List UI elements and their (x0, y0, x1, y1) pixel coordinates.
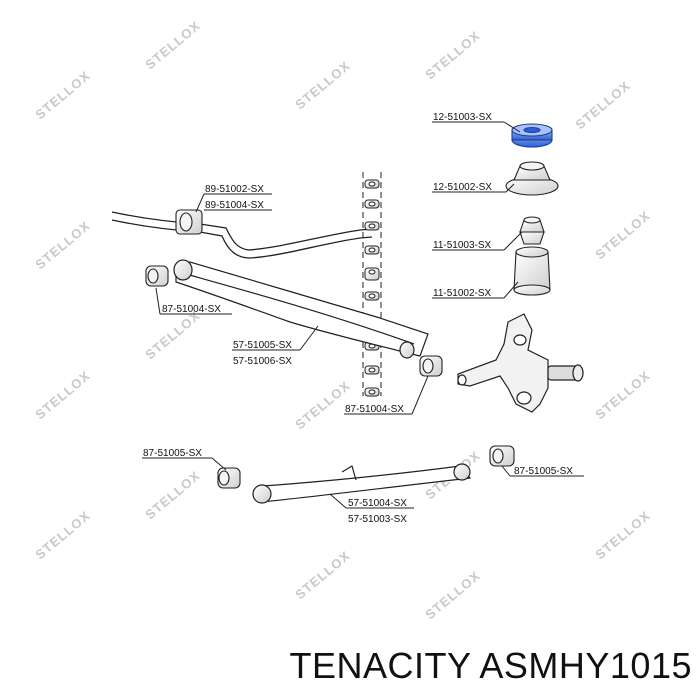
callout-11-51002: 11-51002-SX (433, 288, 492, 299)
link-washer-hole (368, 223, 376, 229)
watermark-text: STELLOX (142, 18, 203, 73)
stabilizer-link-kit (362, 172, 382, 397)
watermark-text: STELLOX (592, 508, 653, 563)
link-washer-hole (368, 293, 376, 299)
link-washer-hole (368, 269, 376, 275)
watermark-text: STELLOX (572, 78, 633, 133)
link-washer-hole (368, 389, 376, 395)
watermark-text: STELLOX (32, 508, 93, 563)
callout-12-51002: 12-51002-SX (433, 182, 492, 193)
strut-mount-highlight (511, 123, 553, 148)
watermark-text: STELLOX (592, 208, 653, 263)
callout-57-51004: 57-51004-SX (348, 498, 407, 509)
watermark-text: STELLOX (592, 368, 653, 423)
callout-87-51004-lower-right: 87-51004-SX (345, 404, 404, 415)
watermark-text: STELLOX (422, 28, 483, 83)
bushing-upper-left (145, 265, 169, 287)
callout-57-51006: 57-51006-SX (233, 356, 292, 367)
leader-lines (142, 121, 584, 509)
watermark-text: STELLOX (32, 218, 93, 273)
callout-87-51005-right: 87-51005-SX (514, 466, 573, 477)
dust-boot (513, 246, 551, 296)
footer: TENACITY ASMHY1015 (0, 636, 700, 696)
watermark-text: STELLOX (142, 468, 203, 523)
bushing-lower-left (217, 467, 241, 489)
callout-labels: 12-51003-SX 12-51002-SX 11-51003-SX 11-5… (143, 112, 573, 525)
stabilizer-bar (111, 211, 373, 259)
stabilizer-bushing (175, 209, 203, 235)
callout-87-51004-upper-left: 87-51004-SX (162, 304, 221, 315)
bushing-right (489, 445, 515, 467)
watermark-text: STELLOX (292, 548, 353, 603)
watermark-text: STELLOX (32, 368, 93, 423)
callout-12-51003: 12-51003-SX (433, 112, 492, 123)
callout-87-51005-left: 87-51005-SX (143, 448, 202, 459)
link-washer-hole (368, 367, 376, 373)
callout-57-51005: 57-51005-SX (233, 340, 292, 351)
watermark-text: STELLOX (422, 568, 483, 623)
watermark-text: STELLOX (292, 58, 353, 113)
upper-arm (173, 259, 429, 359)
callout-89-51002: 89-51002-SX (205, 184, 264, 195)
watermark-text: STELLOX (32, 68, 93, 123)
lower-arm (252, 463, 472, 504)
callout-89-51004: 89-51004-SX (205, 200, 264, 211)
callout-57-51003: 57-51003-SX (348, 514, 407, 525)
link-washer-hole (368, 201, 376, 207)
link-washer-hole (368, 181, 376, 187)
bushing-upper-right (419, 355, 443, 377)
callout-11-51003: 11-51003-SX (433, 240, 492, 251)
watermark-text: STELLOX (142, 308, 203, 363)
steering-knuckle (457, 313, 584, 413)
spring-seat (505, 161, 559, 196)
link-washer-hole (368, 247, 376, 253)
bump-stop (519, 216, 545, 245)
part-title: TENACITY ASMHY1015 (289, 645, 692, 686)
